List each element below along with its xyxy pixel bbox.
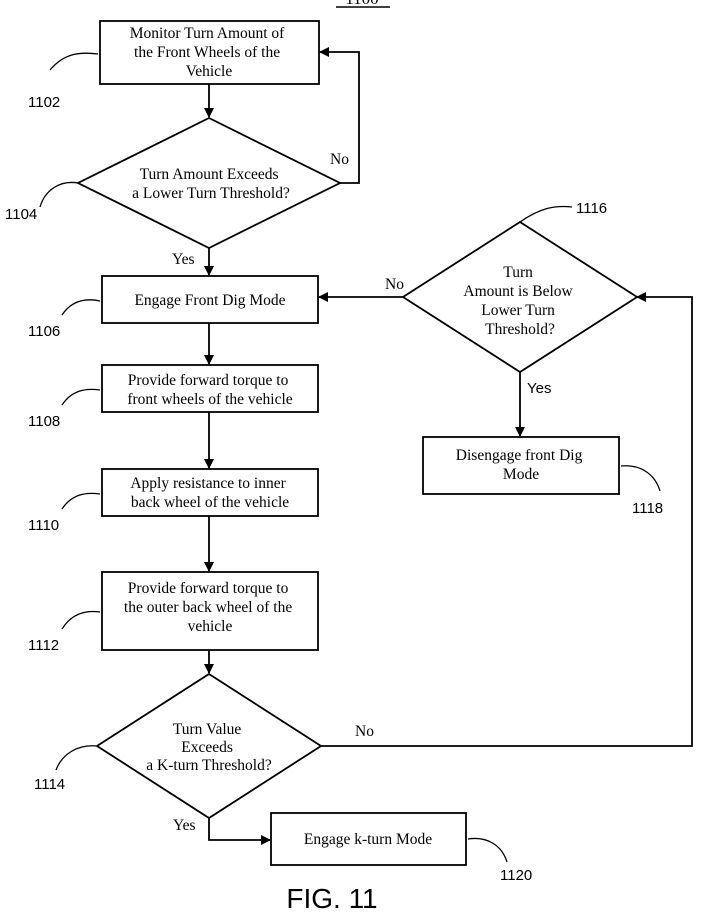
ref-1102-leader — [49, 52, 99, 71]
label-1104-yes: Yes — [172, 251, 195, 268]
ref-1108: 1108 — [28, 413, 60, 430]
node-1104-text: Turn Amount Exceeds a Lower Turn Thresho… — [132, 166, 290, 202]
ref-1116: 1116 — [576, 200, 607, 217]
node-1116-text: Turn Amount is Below Lower Turn Threshol… — [463, 264, 576, 338]
arrow-1104-no-to-1102 — [319, 47, 360, 184]
label-1116-yes: Yes — [527, 380, 551, 397]
ref-1116-leader — [519, 205, 573, 223]
node-1108-text: Provide forward torque to front wheels o… — [127, 372, 292, 408]
ref-1118: 1118 — [632, 500, 663, 517]
node-1118-box — [422, 436, 620, 495]
node-1108-box — [101, 364, 319, 413]
node-1102-text: Monitor Turn Amount of the Front Wheels … — [130, 25, 288, 80]
node-1106-box — [101, 275, 319, 324]
node-1106-text: Engage Front Dig Mode — [134, 292, 285, 309]
ref-1112: 1112 — [28, 637, 59, 654]
label-1116-no: No — [385, 276, 404, 293]
ref-1106-leader — [61, 299, 101, 316]
ref-1118-leader — [620, 465, 661, 492]
node-1110-text: Apply resistance to inner back wheel of … — [130, 475, 289, 511]
ref-1110-leader — [61, 492, 101, 510]
figure-caption: FIG. 11 — [286, 883, 377, 912]
ref-1108-leader — [61, 388, 101, 406]
label-1114-yes: Yes — [173, 817, 196, 834]
ref-1110: 1110 — [28, 517, 59, 534]
label-1114-no: No — [355, 723, 374, 740]
figure-number: 1100 — [345, 0, 378, 8]
ref-1104: 1104 — [5, 206, 37, 223]
node-1112-text: Provide forward torque to the outer back… — [124, 580, 296, 635]
node-1114-text: Turn Value Exceeds a K-turn Threshold? — [146, 721, 272, 774]
node-1112-box — [101, 571, 319, 651]
ref-1114-leader — [55, 745, 98, 771]
ref-1106: 1106 — [28, 323, 60, 340]
node-1110-box — [101, 468, 319, 517]
ref-1120-leader — [467, 837, 508, 863]
node-1120-box — [270, 812, 467, 866]
label-1104-no: No — [330, 151, 349, 168]
ref-1120: 1120 — [500, 867, 532, 884]
ref-1102: 1102 — [28, 94, 60, 111]
node-1118-text: Disengage front Dig Mode — [456, 447, 586, 483]
node-1120-text: Engage k-turn Mode — [304, 831, 432, 848]
node-1104-diamond — [75, 116, 343, 250]
ref-1112-leader — [61, 610, 101, 630]
arrow-1114-no-to-1116 — [321, 292, 693, 747]
ref-1114: 1114 — [34, 776, 65, 793]
ref-1104-leader — [39, 181, 79, 208]
arrow-1114-yes-to-1120 — [208, 818, 271, 845]
